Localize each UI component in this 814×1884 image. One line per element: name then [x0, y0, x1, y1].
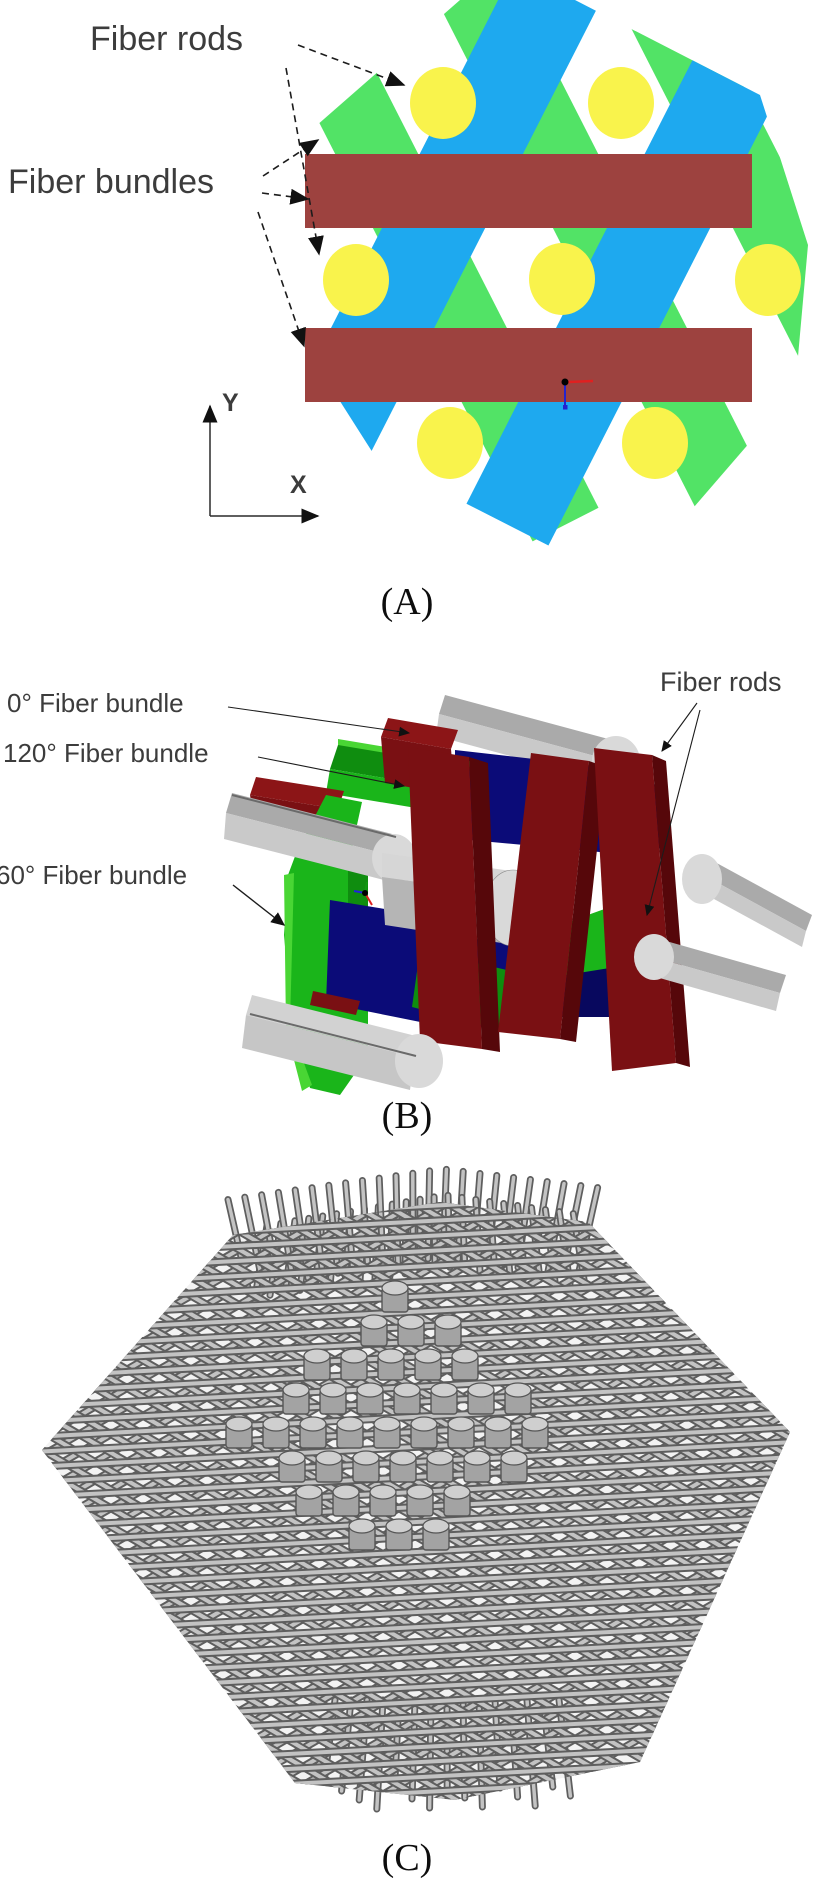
label-fiber-bundles-a: Fiber bundles	[8, 163, 215, 201]
annotation-arrows	[227, 702, 701, 926]
red-bundle-band	[305, 154, 752, 228]
label-bundle-0deg: 0° Fiber bundle	[7, 688, 184, 718]
fiber-rod-3d	[682, 854, 812, 947]
xy-axes	[202, 404, 320, 524]
red-bundle-column	[594, 748, 690, 1071]
red-bundle-sliver	[310, 991, 360, 1015]
red-bundle-column	[408, 747, 500, 1052]
panel-c-render	[42, 1165, 790, 1813]
red-bundle-band	[305, 328, 752, 402]
red-bundle-column	[498, 753, 606, 1042]
axis-y-label: Y	[222, 389, 239, 417]
vertical-rod-grid	[225, 1280, 549, 1551]
fiber-rod-sections	[323, 67, 801, 479]
label-bundle-120deg: 120° Fiber bundle	[3, 738, 209, 768]
fiber-rod-3d	[634, 934, 786, 1011]
annotation-arrows	[257, 44, 406, 348]
panel-a-diagram	[202, 0, 808, 546]
axis-x-label: X	[290, 471, 307, 499]
label-fiber-rods-a: Fiber rods	[90, 20, 244, 58]
label-fiber-rods-b: Fiber rods	[660, 667, 782, 697]
caption-panel-b: (B)	[381, 1095, 433, 1137]
label-bundle-60deg: 60° Fiber bundle	[0, 860, 188, 890]
origin-marker	[561, 378, 594, 410]
caption-panel-c: (C)	[381, 1837, 433, 1879]
origin-triad	[353, 881, 373, 906]
fiber-rod-3d	[242, 995, 443, 1090]
panel-b-diagram	[224, 695, 812, 1095]
caption-panel-a: (A)	[380, 581, 434, 623]
